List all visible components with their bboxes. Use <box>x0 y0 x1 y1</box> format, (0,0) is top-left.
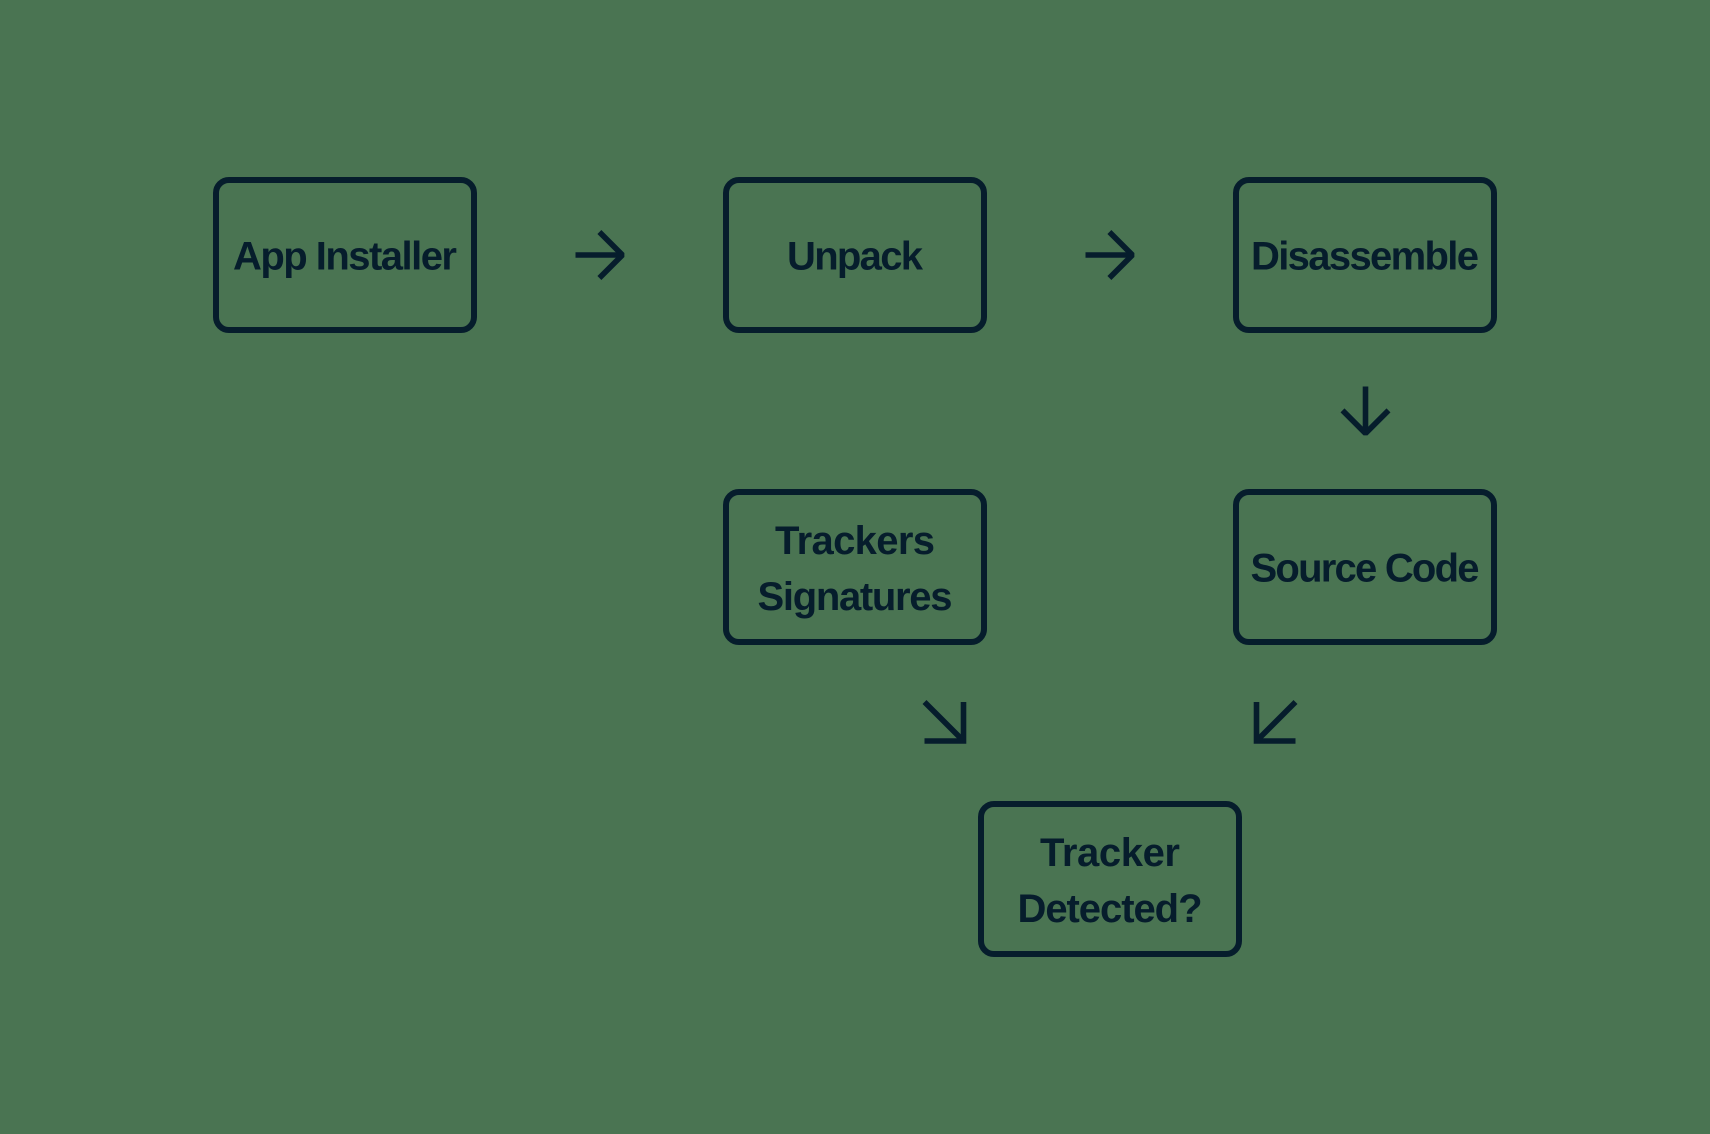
svg-text:Signatures: Signatures <box>758 575 953 619</box>
svg-text:Source Code: Source Code <box>1251 546 1480 590</box>
svg-text:Disassemble: Disassemble <box>1251 235 1479 279</box>
svg-text:Tracker: Tracker <box>1040 831 1180 875</box>
svg-text:App Installer: App Installer <box>233 235 457 279</box>
svg-text:Detected?: Detected? <box>1018 887 1203 931</box>
svg-text:Trackers: Trackers <box>775 519 935 563</box>
svg-text:Unpack: Unpack <box>787 235 924 279</box>
